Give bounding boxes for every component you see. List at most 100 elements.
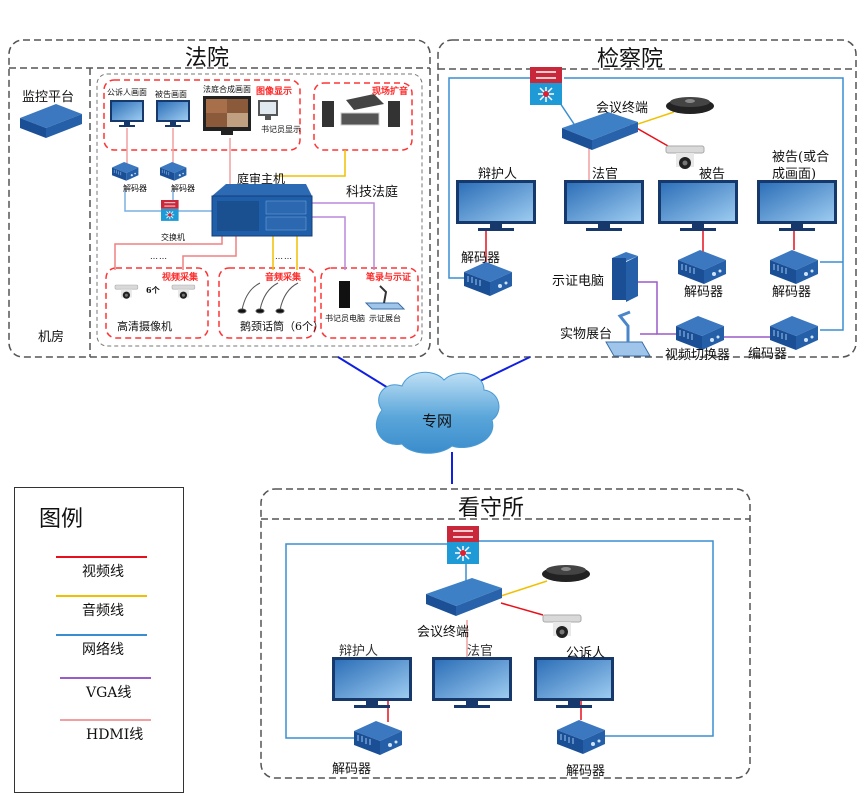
hd-camera-label: 高清摄像机 xyxy=(117,320,172,333)
detention-decoder-2-label: 解码器 xyxy=(566,764,606,779)
monitor-platform-label: 监控平台 xyxy=(22,90,75,105)
procuratorate-decoder-1-label: 解码器 xyxy=(461,251,501,266)
procuratorate-title: 检察院 xyxy=(597,47,664,72)
image-display-title: 图像显示 xyxy=(256,87,293,97)
procuratorate-decoder-3 xyxy=(769,249,819,285)
detention-mic-puck xyxy=(542,565,590,582)
live-audio-group xyxy=(313,82,413,151)
detention-switch xyxy=(446,525,480,565)
composite-view-monitor xyxy=(203,96,251,135)
detention-title: 看守所 xyxy=(458,496,525,521)
monitor-platform-device xyxy=(20,104,82,138)
trial-host-label: 庭审主机 xyxy=(237,172,286,186)
clerk-display-label: 书记员显示 xyxy=(261,125,301,134)
procuratorate-decoder-3-label: 解码器 xyxy=(772,285,812,300)
detention-decoder-1-label: 解码器 xyxy=(332,762,372,777)
visualizer-device xyxy=(605,310,651,357)
video-switcher-label: 视频切换器 xyxy=(665,348,731,363)
visualizer-label: 实物展台 xyxy=(560,327,613,342)
camera-count-label: 6个 xyxy=(146,285,160,295)
evidence-visualizer-icon xyxy=(364,285,406,310)
audio-capture-title: 音频采集 xyxy=(265,273,302,283)
defendant-view-monitor xyxy=(156,100,190,127)
detention-decoder-2 xyxy=(556,719,606,755)
notes-evidence-group xyxy=(320,267,419,339)
speaker-system-icon xyxy=(322,94,400,127)
switch-label: 交换机 xyxy=(161,233,185,242)
detention-monitor-judge xyxy=(432,657,512,708)
evidence-visualizer-label: 示证展台 xyxy=(369,314,401,323)
audio-capture-group xyxy=(218,267,316,339)
defender-screen-label: 辩护人 xyxy=(478,167,518,182)
image-display-group xyxy=(103,79,301,151)
live-audio-title: 现场扩音 xyxy=(372,87,409,97)
legend-line xyxy=(60,677,151,679)
private-network-label: 专网 xyxy=(422,412,453,430)
detention-prosecutor-label: 公诉人 xyxy=(566,646,606,661)
ellipsis: …… xyxy=(275,252,293,261)
procuratorate-monitor-defendant xyxy=(658,180,738,231)
evidence-pc-server xyxy=(612,252,638,302)
legend-label: VGA线 xyxy=(86,685,132,701)
legend-label: 网络线 xyxy=(82,642,124,658)
evidence-pc-label: 示证电脑 xyxy=(552,274,605,289)
procuratorate-terminal xyxy=(562,112,638,150)
clerk-display-monitor xyxy=(258,100,278,120)
detention-monitor-defender xyxy=(332,657,412,708)
legend-label: 音频线 xyxy=(82,603,124,619)
procuratorate-monitor-composite xyxy=(757,180,837,231)
court-decoder-1 xyxy=(111,161,139,181)
legend-line xyxy=(56,556,147,558)
detention-terminal-label: 会议终端 xyxy=(417,625,470,640)
detention-defender-label: 辩护人 xyxy=(339,644,379,659)
frames xyxy=(8,39,857,779)
legend: 图例 视频线音频线网络线 VGA线 HDMI线 xyxy=(14,487,184,793)
court-decoder-1-label: 解码器 xyxy=(123,184,147,193)
composite-view-label: 法庭合成画面 xyxy=(203,85,251,94)
composite-screen-label: 被告(或合成画面) xyxy=(772,150,830,182)
court-switch xyxy=(160,199,180,222)
court-title: 法院 xyxy=(185,46,230,71)
legend-line xyxy=(56,595,147,597)
judge-screen-label: 法官 xyxy=(592,167,619,182)
court-decoder-2 xyxy=(159,161,187,181)
procuratorate-switch xyxy=(529,66,563,106)
procuratorate-frame xyxy=(437,39,857,358)
defendant-view-label: 被告画面 xyxy=(155,90,187,99)
video-capture-group xyxy=(105,267,209,339)
court-decoder-2-label: 解码器 xyxy=(171,184,195,193)
procuratorate-decoder-2 xyxy=(677,249,727,285)
gooseneck-mic-icons xyxy=(237,282,299,314)
detention-camera xyxy=(542,614,582,639)
defendant-screen-label: 被告 xyxy=(699,167,726,182)
detention-terminal xyxy=(426,578,502,616)
tech-court-label: 科技法庭 xyxy=(346,185,399,200)
encoder-label: 编码器 xyxy=(748,347,788,362)
clerk-pc-icon xyxy=(339,281,350,308)
procuratorate-mic-puck xyxy=(666,97,714,114)
detention-judge-label: 法官 xyxy=(467,644,494,659)
procuratorate-decoder-2-label: 解码器 xyxy=(684,285,724,300)
legend-title: 图例 xyxy=(39,507,84,532)
legend-line xyxy=(56,634,147,636)
procuratorate-decoder-1 xyxy=(463,261,513,297)
cloud-icon xyxy=(376,371,500,454)
video-capture-title: 视频采集 xyxy=(162,273,199,283)
clerk-pc-label: 书记员电脑 xyxy=(325,314,365,323)
legend-label: 视频线 xyxy=(82,564,124,580)
legend-line xyxy=(60,719,151,721)
detention-monitor-prosecutor xyxy=(534,657,614,708)
gooseneck-mic-label: 鹅颈话筒（6个） xyxy=(240,320,324,333)
legend-label: HDMI线 xyxy=(86,727,144,743)
ellipsis: …… xyxy=(150,252,168,261)
procuratorate-monitor-defender xyxy=(456,180,536,231)
notes-evidence-title: 笔录与示证 xyxy=(366,273,412,283)
procuratorate-terminal-label: 会议终端 xyxy=(596,101,649,116)
procuratorate-monitor-judge xyxy=(564,180,644,231)
machine-room-label: 机房 xyxy=(38,330,65,345)
detention-decoder-1 xyxy=(353,720,403,756)
trial-host-device xyxy=(211,184,313,237)
prosecutor-view-label: 公诉人画面 xyxy=(107,88,147,97)
prosecutor-view-monitor xyxy=(110,100,144,127)
